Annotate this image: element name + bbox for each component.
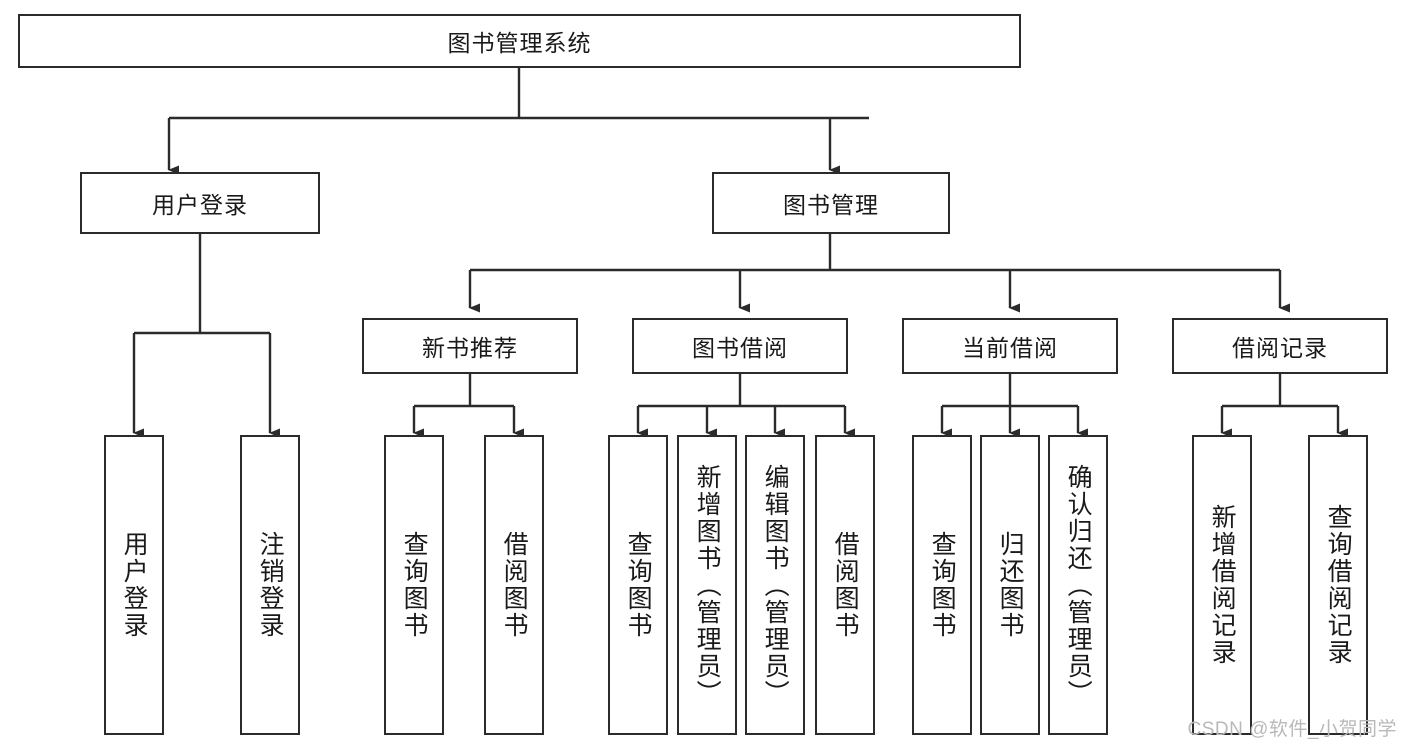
node-leaf-query-record-label: 查询借阅记录 xyxy=(1324,504,1353,666)
node-leaf-add-book-label: 新增图书（管理员） xyxy=(693,463,722,707)
node-leaf-borrow-book-2-label: 借阅图书 xyxy=(831,531,860,639)
node-leaf-add-record[interactable]: 新增借阅记录 xyxy=(1192,435,1252,735)
node-book-manage[interactable]: 图书管理 xyxy=(712,172,950,234)
node-leaf-confirm-return[interactable]: 确认归还（管理员） xyxy=(1048,435,1108,735)
node-book-manage-label: 图书管理 xyxy=(783,192,879,218)
node-user-login[interactable]: 用户登录 xyxy=(80,172,320,234)
node-leaf-query-book-1-label: 查询图书 xyxy=(400,531,429,639)
node-borrow-record-label: 借阅记录 xyxy=(1232,335,1328,361)
node-current-borrow-label: 当前借阅 xyxy=(962,335,1058,361)
node-leaf-add-book[interactable]: 新增图书（管理员） xyxy=(677,435,737,735)
node-new-book-recommend-label: 新书推荐 xyxy=(422,335,518,361)
node-current-borrow[interactable]: 当前借阅 xyxy=(902,318,1118,374)
node-leaf-confirm-return-label: 确认归还（管理员） xyxy=(1064,463,1093,707)
node-new-book-recommend[interactable]: 新书推荐 xyxy=(362,318,578,374)
node-leaf-borrow-book-2[interactable]: 借阅图书 xyxy=(815,435,875,735)
node-borrow-record[interactable]: 借阅记录 xyxy=(1172,318,1388,374)
node-leaf-edit-book[interactable]: 编辑图书（管理员） xyxy=(745,435,805,735)
node-leaf-add-record-label: 新增借阅记录 xyxy=(1208,504,1237,666)
node-leaf-query-book-2-label: 查询图书 xyxy=(624,531,653,639)
node-leaf-query-book-1[interactable]: 查询图书 xyxy=(384,435,444,735)
node-leaf-borrow-book-1-label: 借阅图书 xyxy=(500,531,529,639)
node-leaf-edit-book-label: 编辑图书（管理员） xyxy=(761,463,790,707)
node-book-borrow[interactable]: 图书借阅 xyxy=(632,318,848,374)
node-leaf-return-book-label: 归还图书 xyxy=(996,531,1025,639)
node-leaf-query-book-3[interactable]: 查询图书 xyxy=(912,435,972,735)
node-root[interactable]: 图书管理系统 xyxy=(18,14,1021,68)
node-leaf-user-logout[interactable]: 注销登录 xyxy=(240,435,300,735)
node-leaf-user-login-label: 用户登录 xyxy=(120,531,149,639)
node-leaf-query-book-2[interactable]: 查询图书 xyxy=(608,435,668,735)
node-user-login-label: 用户登录 xyxy=(152,192,248,218)
node-leaf-return-book[interactable]: 归还图书 xyxy=(980,435,1040,735)
node-book-borrow-label: 图书借阅 xyxy=(692,335,788,361)
node-leaf-borrow-book-1[interactable]: 借阅图书 xyxy=(484,435,544,735)
node-leaf-query-record[interactable]: 查询借阅记录 xyxy=(1308,435,1368,735)
node-root-label: 图书管理系统 xyxy=(447,30,592,56)
node-leaf-user-logout-label: 注销登录 xyxy=(256,531,285,639)
node-leaf-query-book-3-label: 查询图书 xyxy=(928,531,957,639)
node-leaf-user-login[interactable]: 用户登录 xyxy=(104,435,164,735)
